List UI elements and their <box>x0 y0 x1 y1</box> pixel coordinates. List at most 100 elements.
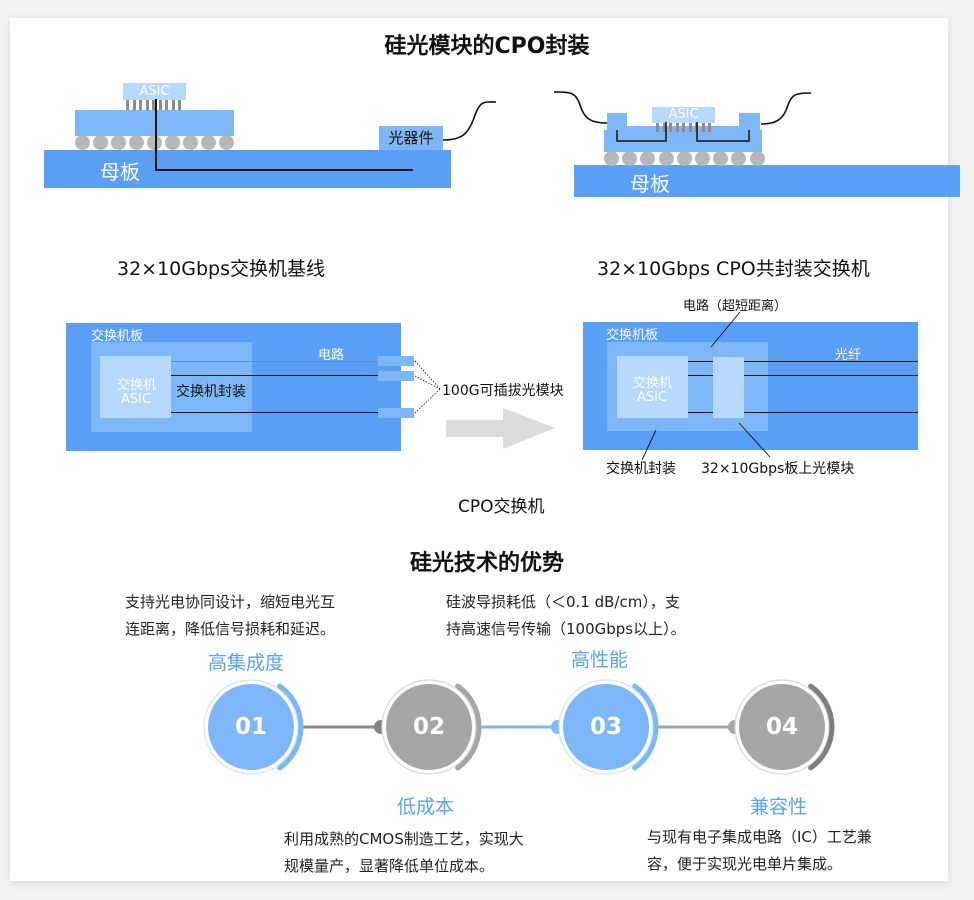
solder-ball <box>183 135 198 150</box>
motherboard-label: 母板 <box>630 172 670 196</box>
fiber-1 <box>744 361 918 362</box>
solder-ball <box>201 135 216 150</box>
trace-2 <box>171 375 381 376</box>
solder-ball <box>219 135 234 150</box>
motherboard-label: 母板 <box>100 160 140 184</box>
onboard-module-label: 32×10Gbps板上光模块 <box>701 461 855 477</box>
asic-label-1: 交换机 <box>117 378 157 393</box>
advantage-title-03: 高性能 <box>571 649 629 671</box>
switch-package-label: 交换机封装 <box>606 461 676 477</box>
asic-label-1: 交换机 <box>633 376 673 391</box>
asic-label-2: ASIC <box>637 390 668 405</box>
solder-ball <box>622 151 638 166</box>
main-title: 硅光模块的CPO封装 <box>384 34 590 59</box>
substrate <box>75 110 234 136</box>
solder-ball <box>165 135 180 150</box>
advantage-desc-04: 与现有电子集成电路（IC）工艺兼 容，便于实现光电单片集成。 <box>647 828 872 873</box>
arrow-caption: CPO交换机 <box>458 497 545 517</box>
step-arc-02 <box>455 683 482 771</box>
step-arc-01 <box>277 683 304 771</box>
asic-pin <box>139 100 142 110</box>
asic-pin <box>701 122 705 132</box>
asic-pin <box>152 100 155 110</box>
advantages-title: 硅光技术的优势 <box>409 551 564 576</box>
advantage-desc-03: 硅波导损耗低（＜0.1 dB/cm），支 持高速信号传输（100Gbps以上）。 <box>446 593 686 638</box>
asic-pin <box>708 122 711 132</box>
asic-pin <box>656 122 659 132</box>
asic-pin <box>171 100 175 110</box>
circuit-label: 电路（超短距离） <box>683 299 788 314</box>
pluggable-module-1 <box>378 356 414 366</box>
asic-pin <box>682 122 685 132</box>
solder-ball <box>147 135 162 150</box>
asic-label-2: ASIC <box>121 392 152 407</box>
switch-board-label: 交换机板 <box>606 328 659 343</box>
fiber-3 <box>744 412 918 413</box>
solder-ball <box>749 151 765 166</box>
asic-pin <box>675 122 679 132</box>
motherboard <box>574 165 960 197</box>
solder-ball <box>695 151 710 166</box>
step-03-circle: 03 <box>563 684 649 770</box>
advantage-title-02: 低成本 <box>397 796 455 818</box>
asic-chip: ASIC <box>123 83 186 100</box>
asic-chip: ASIC <box>652 107 715 123</box>
switch-asic <box>617 356 688 418</box>
asic-pin <box>178 100 181 110</box>
trace-1 <box>171 361 381 362</box>
asic-pin <box>688 122 692 132</box>
asic-label: ASIC <box>668 107 699 122</box>
step-04-circle: 04 <box>739 684 825 770</box>
solder-ball <box>75 135 90 150</box>
cpo-switch-title: 32×10Gbps CPO共封装交换机 <box>597 258 870 280</box>
solder-ball <box>731 151 747 166</box>
step-arc-03 <box>632 683 659 771</box>
circuit-label: 电路 <box>318 348 345 363</box>
solder-ball <box>658 151 674 166</box>
step-arc-04 <box>808 683 835 771</box>
pluggable-module-label: 100G可插拔光模块 <box>442 383 564 399</box>
pluggable-module-2 <box>378 371 414 381</box>
solder-ball <box>111 135 126 150</box>
advantage-title-01: 高集成度 <box>208 652 285 674</box>
optical-device-label: 光器件 <box>388 129 434 147</box>
step-02-circle: 02 <box>386 684 472 770</box>
switch-asic <box>100 356 171 418</box>
trace-2a <box>688 375 713 376</box>
asic-pin <box>165 100 168 110</box>
asic-pin <box>126 100 129 110</box>
asic-label: ASIC <box>139 84 170 99</box>
step-01-circle: 01 <box>208 684 294 770</box>
solder-ball <box>640 151 656 166</box>
onboard-optical-module <box>713 357 744 418</box>
switch-package-label: 交换机封装 <box>176 384 246 400</box>
trace-1a <box>688 361 713 362</box>
pluggable-module-3 <box>378 408 414 418</box>
substrate <box>604 130 762 152</box>
trace-horizontal <box>155 169 413 171</box>
fiber-cable-right-a <box>553 91 608 124</box>
asic-pin <box>145 100 149 110</box>
trace-3 <box>171 412 381 413</box>
fiber-label: 光纤 <box>835 348 862 363</box>
asic-pin <box>158 100 162 110</box>
advantage-title-04: 兼容性 <box>750 796 808 818</box>
switch-board-label: 交换机板 <box>91 329 144 344</box>
solder-ball <box>713 151 729 166</box>
optical-device: 光器件 <box>379 126 443 150</box>
solder-ball <box>93 135 108 150</box>
fiber-2 <box>744 375 918 376</box>
solder-ball <box>129 135 144 150</box>
asic-pin <box>669 122 672 132</box>
baseline-switch-title: 32×10Gbps交换机基线 <box>117 258 326 280</box>
solder-ball <box>676 151 692 166</box>
trace-vertical <box>155 99 157 171</box>
advantage-desc-02: 利用成熟的CMOS制造工艺，实现大 规模量产，显著降低单位成本。 <box>284 830 524 875</box>
trace-3a <box>688 412 713 413</box>
